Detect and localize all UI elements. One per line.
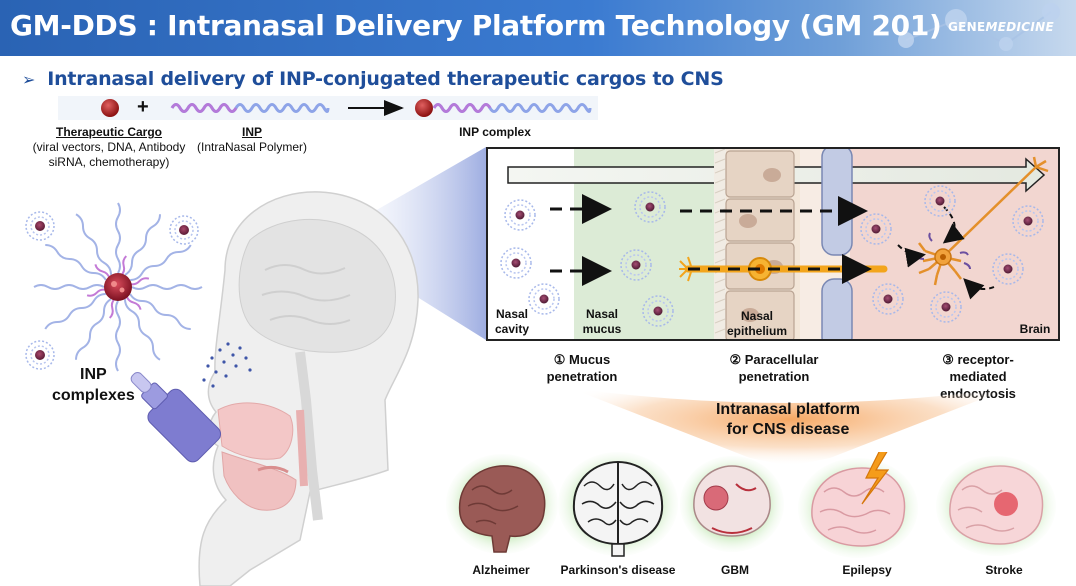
complex-sphere-icon bbox=[415, 99, 433, 117]
subtitle-text: Intranasal delivery of INP-conjugated th… bbox=[47, 68, 724, 90]
head-silhouette-icon bbox=[198, 191, 419, 586]
epilepsy-brain-icon bbox=[798, 452, 918, 558]
complex-polymer-icon bbox=[432, 103, 592, 113]
head-illustration bbox=[25, 147, 486, 586]
zoom-beam bbox=[368, 147, 486, 340]
inp-complex-label: INP complex bbox=[459, 125, 531, 139]
gbm-brain-icon bbox=[680, 456, 784, 552]
disease-brains bbox=[446, 452, 1056, 558]
large-inp-complex-icon bbox=[33, 202, 203, 372]
panel-inp-complexes bbox=[500, 185, 1044, 327]
platform-glow bbox=[570, 388, 1010, 466]
section-subtitle: ➢ Intranasal delivery of INP-conjugated t… bbox=[22, 68, 724, 90]
molecule-decoration-icon bbox=[898, 3, 1060, 51]
process-graphic bbox=[500, 149, 1049, 339]
disease-label-stroke: Stroke bbox=[985, 563, 1023, 577]
transit-arrows bbox=[550, 194, 872, 286]
plus-sign: + bbox=[137, 96, 149, 118]
inp-label: INP (IntraNasal Polymer) bbox=[196, 125, 308, 154]
cargo-sphere-icon bbox=[101, 99, 119, 117]
zone-label-brain: Brain bbox=[1019, 322, 1051, 336]
header-bar: GM-DDS : Intranasal Delivery Platform Te… bbox=[0, 0, 1076, 56]
equation-graphic bbox=[101, 99, 592, 117]
small-inp-complex-icon bbox=[169, 215, 199, 245]
company-logo: GENEMEDICINE bbox=[948, 20, 1054, 34]
stroke-brain-icon bbox=[936, 456, 1056, 556]
alzheimer-brain-icon bbox=[446, 454, 558, 554]
disease-label-epilepsy: Epilepsy bbox=[842, 563, 892, 577]
parkinsons-brain-icon bbox=[558, 452, 678, 557]
small-inp-complex-icon bbox=[25, 211, 55, 241]
cargo-label: Therapeutic Cargo (viral vectors, DNA, A… bbox=[32, 125, 186, 169]
small-inp-complex-icon bbox=[25, 340, 55, 370]
vessel-icon bbox=[821, 149, 853, 339]
inp-complexes-label: INP complexes bbox=[52, 366, 135, 404]
disease-label-gbm: GBM bbox=[721, 563, 749, 577]
disease-label-parkinsons: Parkinson's disease bbox=[560, 563, 676, 577]
inp-polymer-icon bbox=[170, 103, 330, 113]
disease-label-alzheimer: Alzheimer bbox=[472, 563, 530, 577]
epithelium-cells-icon bbox=[714, 149, 795, 339]
bullet-arrow-icon: ➢ bbox=[22, 70, 36, 89]
spray-particles bbox=[202, 342, 252, 388]
page-title: GM-DDS : Intranasal Delivery Platform Te… bbox=[10, 9, 942, 42]
nasal-spray-bottle-icon bbox=[130, 371, 222, 463]
